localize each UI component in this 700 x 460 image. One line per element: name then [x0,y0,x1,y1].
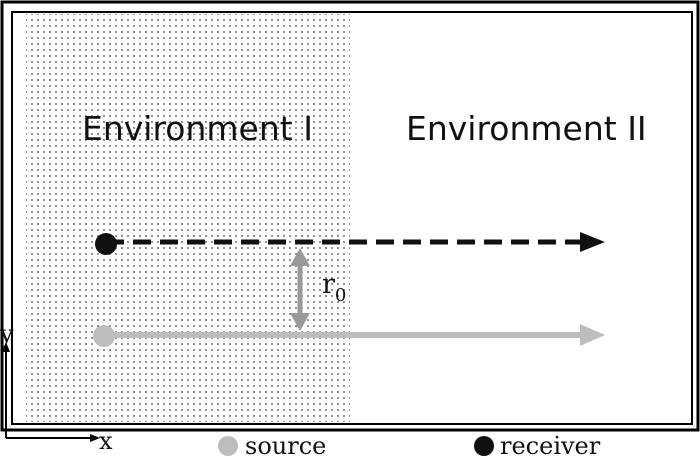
environment-one-label: Environment I [82,109,313,148]
environment-one-region [26,14,350,422]
separation-arrowhead-up [290,248,310,266]
source-arrowhead [580,324,605,346]
legend-receiver-marker [474,436,494,456]
separation-arrowhead-down [290,313,310,331]
x-axis-arrowhead [90,434,100,442]
legend-receiver-label: receiver [500,432,601,460]
legend-source-label: source [245,432,326,460]
receiver-arrowhead [580,232,605,252]
y-axis-label: y [0,320,14,348]
receiver-start-dot [95,233,117,255]
separation-symbol: r [322,269,335,300]
separation-subscript: 0 [335,285,346,306]
legend-source-marker [218,436,238,456]
environment-two-label: Environment II [406,109,647,148]
y-axis-arrowhead [2,342,10,352]
separation-label: r0 [322,269,346,306]
source-start-dot [93,325,115,347]
x-axis-label: x [99,427,113,455]
